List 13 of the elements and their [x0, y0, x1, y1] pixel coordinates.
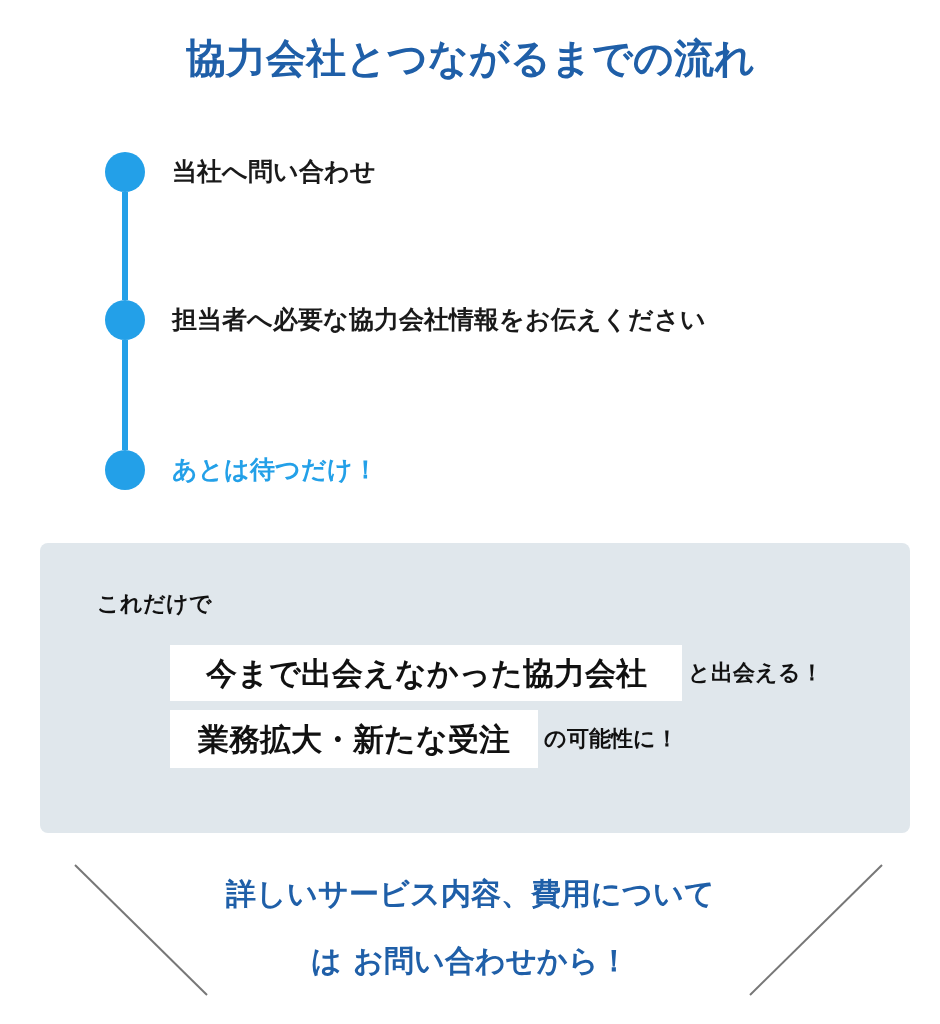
title: 協力会社とつながるまでの流れ [184, 34, 756, 83]
timeline-line [122, 192, 128, 300]
highlight-text: 今まで出会えなかった協力会社 [170, 645, 682, 701]
result-text: の可能性に！ [544, 725, 678, 753]
step-text: 担当者へ必要な協力会社情報をお伝えください [172, 304, 706, 336]
call-to-action-text: 詳しいサービス内容、費用については お問い合わせから！ [224, 875, 716, 980]
info-panel [40, 543, 910, 833]
result-text: と出会える！ [688, 659, 823, 687]
timeline-line [122, 340, 128, 450]
step-text: 当社へ問い合わせ [172, 156, 376, 188]
step-text: あとは待つだけ！ [172, 454, 378, 486]
highlight-text: 業務拡大・新たな受注 [170, 710, 538, 768]
intro-text: これだけで [97, 590, 212, 618]
